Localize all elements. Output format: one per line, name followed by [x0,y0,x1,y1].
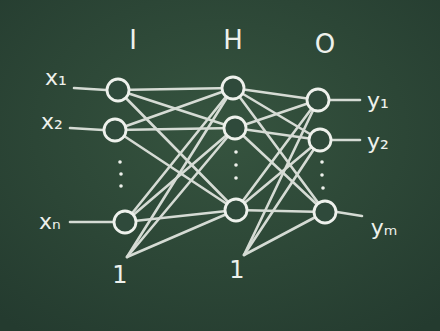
input-label: xₙ [39,211,61,233]
connections [70,88,362,257]
layer-heading: O [315,31,335,57]
bias-label: 1 [229,258,244,282]
layer-heading: I [129,27,137,53]
ellipsis-dots [118,150,325,190]
output-label: yₘ [371,217,398,239]
output-label: y₂ [367,131,389,153]
input-label: x₁ [45,67,67,89]
output-label: y₁ [367,90,389,112]
input-label: x₂ [41,111,63,133]
bias-label: 1 [112,263,127,287]
layer-heading: H [223,27,243,53]
neuron-circles [104,77,336,233]
